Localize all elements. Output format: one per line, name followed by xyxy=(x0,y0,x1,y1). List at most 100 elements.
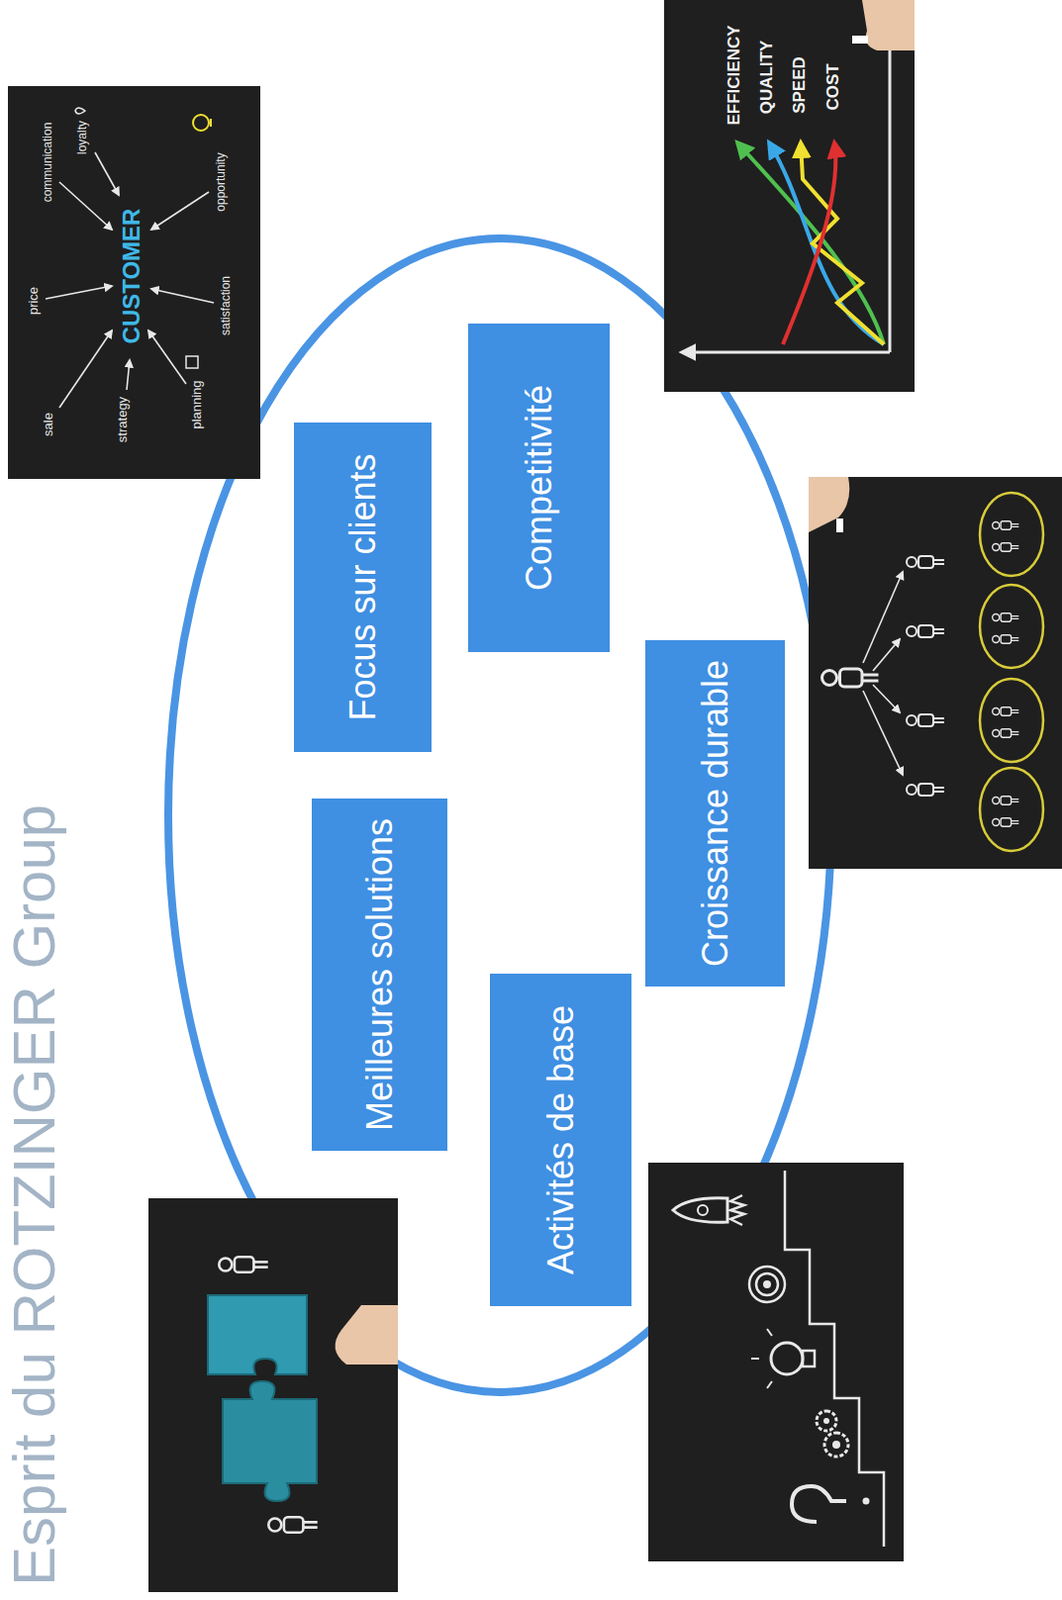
team-tree-board-part xyxy=(992,818,1020,827)
idea-steps-board-part xyxy=(784,1170,884,1547)
value-box: Croissance durable xyxy=(645,640,785,987)
performance-chart-board-part xyxy=(888,23,892,353)
team-tree-board-part-part xyxy=(863,572,903,664)
performance-chart-board-part xyxy=(664,0,915,392)
puzzle-board-part xyxy=(268,1517,317,1534)
customer-board xyxy=(7,86,261,480)
idea-steps-board-part xyxy=(673,1198,728,1224)
value-box: Focus sur clients xyxy=(293,422,432,753)
idea-steps-board-part xyxy=(832,1441,841,1449)
team-tree-board-part-part xyxy=(979,584,1044,669)
idea-steps-board-part xyxy=(771,1343,803,1375)
performance-chart-board-part xyxy=(769,142,884,345)
performance-chart-board-part xyxy=(782,142,836,345)
team-tree-board-part xyxy=(992,729,1020,738)
customer-board-part-part xyxy=(148,330,187,385)
customer-board-part xyxy=(45,152,214,408)
page-title: Esprit du ROTZINGER Group xyxy=(1,804,68,1587)
performance-chart-board-part xyxy=(737,142,884,345)
chalk-label: price xyxy=(26,287,40,315)
idea-steps-board-part xyxy=(763,1280,772,1289)
idea-steps-board-part xyxy=(791,1486,847,1523)
team-tree-board-part xyxy=(979,492,1044,852)
team-tree-board-part xyxy=(906,625,945,638)
team-tree-board-part xyxy=(992,707,1020,716)
customer-board-part-part xyxy=(95,152,119,195)
customer-board-part xyxy=(209,118,212,127)
puzzle-board-part xyxy=(222,1381,317,1502)
idea-steps-board-part xyxy=(824,1433,849,1457)
chalk-label: CUSTOMER xyxy=(119,208,144,345)
chalk-label: EFFICIENCY xyxy=(725,24,743,125)
box-text: Focus sur clients xyxy=(341,453,385,721)
customer-board-part-part xyxy=(151,192,209,230)
customer-board-part xyxy=(7,86,261,480)
team-tree-board-part xyxy=(863,572,903,775)
team-tree-board-part-part xyxy=(979,768,1044,852)
team-tree-board-part xyxy=(992,635,1020,644)
team-tree-board-part xyxy=(822,669,879,687)
idea-steps-board-part xyxy=(756,1273,778,1296)
team-tree-board-part-part xyxy=(872,639,900,672)
idea-steps-board-part-part xyxy=(767,1381,773,1389)
chalk-label: opportunity xyxy=(214,152,227,211)
team-tree-board-part xyxy=(808,477,850,533)
value-box: Meilleures solutions xyxy=(311,798,448,1152)
value-box: Competitivité xyxy=(468,323,610,653)
idea-steps-board-part xyxy=(730,1195,745,1226)
idea-steps-board-part xyxy=(823,1418,830,1425)
team-tree-board-part xyxy=(836,518,844,533)
chalk-label: loyalty xyxy=(76,120,89,155)
box-text: Competitivité xyxy=(517,385,561,591)
puzzle-board xyxy=(148,1198,398,1593)
value-box: Activités de base xyxy=(489,973,632,1307)
customer-board-part-part xyxy=(126,360,130,390)
team-tree-board-part-part xyxy=(979,678,1044,763)
idea-steps-board-part-part xyxy=(751,1357,760,1360)
chalk-label: planning xyxy=(190,380,203,429)
performance-chart-board-part xyxy=(852,35,869,44)
team-tree-board-part xyxy=(808,477,1062,869)
customer-board-part-part xyxy=(59,330,112,408)
customer-board-part xyxy=(75,107,86,114)
idea-steps-board-part xyxy=(802,1351,815,1367)
customer-board-part xyxy=(193,114,209,131)
chalk-label: strategy xyxy=(115,396,129,443)
chalk-label: communication xyxy=(41,122,54,203)
team-tree-board-part xyxy=(992,796,1020,805)
customer-board-part-part xyxy=(45,286,112,299)
performance-chart-board xyxy=(664,0,915,392)
chalk-label: QUALITY xyxy=(758,40,775,115)
performance-chart-board-part xyxy=(862,0,915,51)
team-tree-board-part xyxy=(992,613,1020,622)
puzzle-board-part xyxy=(148,1198,398,1593)
team-tree-board-part-part xyxy=(979,492,1044,577)
team-tree-board-part xyxy=(906,556,945,569)
chalk-label: satisfaction xyxy=(219,276,232,336)
idea-steps-board-part xyxy=(751,1329,773,1389)
idea-steps-board-part xyxy=(749,1266,785,1303)
idea-steps-board-part xyxy=(697,1205,708,1216)
idea-steps-board-part xyxy=(648,1162,904,1562)
team-tree-board-part xyxy=(906,783,945,796)
chalk-label: SPEED xyxy=(790,56,808,114)
chalk-label: COST xyxy=(824,63,842,110)
team-tree-board-part xyxy=(906,714,945,727)
idea-steps-board-part-part xyxy=(767,1329,773,1337)
box-text: Meilleures solutions xyxy=(358,818,401,1132)
team-tree-board xyxy=(808,477,1062,869)
team-tree-board-part-part xyxy=(863,690,903,775)
puzzle-board-part xyxy=(207,1295,307,1375)
idea-steps-board xyxy=(648,1162,904,1562)
customer-board-part-part xyxy=(151,289,214,303)
idea-steps-board-part xyxy=(863,1498,870,1506)
puzzle-board-part xyxy=(218,1256,268,1273)
team-tree-board-part xyxy=(992,521,1020,530)
performance-chart-board-part xyxy=(681,351,890,355)
puzzle-board-part xyxy=(335,1305,398,1365)
box-text: Activités de base xyxy=(539,1005,582,1275)
performance-chart-board-part xyxy=(800,142,884,345)
